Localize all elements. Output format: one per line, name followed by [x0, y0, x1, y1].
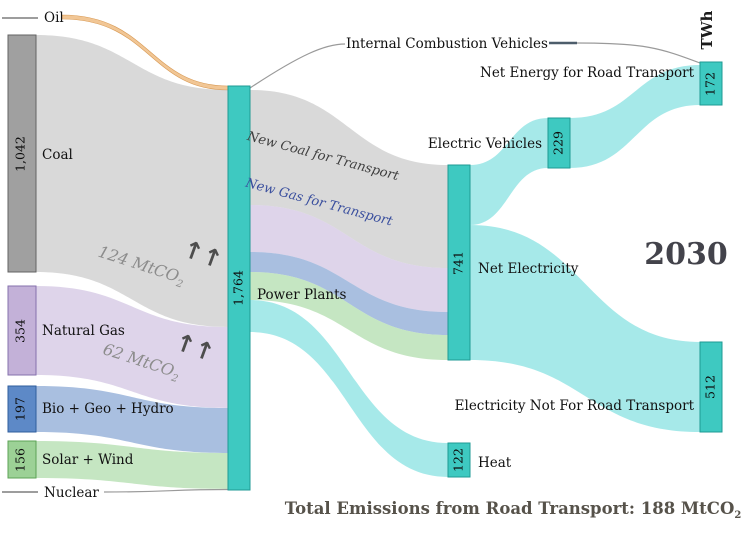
- flow-power-plants-to-internal-combustion: [249, 42, 701, 89]
- year-title: 2030: [644, 237, 728, 272]
- solar-wind-value: 156: [13, 448, 28, 472]
- flow-power-plants-to-heat: [250, 300, 448, 477]
- coal-label: Coal: [42, 147, 73, 163]
- flow-solar-to-power-plants: [36, 441, 228, 489]
- flow-new-gas-to-net-electricity: [250, 205, 448, 312]
- power-plants-label: Power Plants: [257, 287, 347, 303]
- natural-gas-label: Natural Gas: [42, 323, 125, 339]
- total-emissions-caption: Total Emissions from Road Transport: 188…: [285, 499, 742, 521]
- net-energy-road-value: 172: [703, 72, 718, 96]
- solar-wind-label: Solar + Wind: [42, 452, 134, 468]
- flow-renewables-to-net-electricity: [250, 272, 448, 360]
- unit-label: TWh: [698, 10, 716, 49]
- caption-sub: 2: [734, 510, 741, 521]
- nuclear-label: Nuclear: [44, 485, 99, 501]
- flow-gas-to-power-plants: [36, 286, 228, 408]
- node-power-plants: [227, 85, 251, 491]
- flow-coal-to-power-plants: [36, 35, 228, 327]
- electric-vehicles-value: 229: [551, 131, 566, 155]
- flow-new-coal-to-net-electricity: [250, 90, 448, 268]
- flow-bio-to-net-electricity: [250, 252, 448, 335]
- node-electric-vehicles: [547, 117, 571, 169]
- node-net-energy-road-transport: [699, 61, 723, 106]
- natural-gas-value: 354: [13, 319, 28, 343]
- elec-not-road-label: Electricity Not For Road Transport: [455, 398, 695, 414]
- bio-geo-hydro-value: 197: [13, 397, 28, 421]
- oil-label: Oil: [44, 10, 64, 26]
- electric-vehicles-label: Electric Vehicles: [428, 136, 542, 152]
- elec-not-road-value: 512: [703, 375, 718, 399]
- flow-bio-to-power-plants: [36, 386, 228, 453]
- caption-text: Total Emissions from Road Transport: 188…: [285, 499, 735, 518]
- node-electricity-not-for-road: [699, 341, 723, 433]
- heat-value: 122: [451, 448, 466, 472]
- net-electricity-label: Net Electricity: [478, 261, 579, 277]
- flow-net-electricity-to-electric-vehicles: [470, 118, 548, 225]
- internal-combustion-label: Internal Combustion Vehicles: [346, 36, 548, 52]
- net-energy-road-label: Net Energy for Road Transport: [480, 65, 695, 81]
- heat-label: Heat: [478, 455, 512, 471]
- bio-geo-hydro-label: Bio + Geo + Hydro: [42, 401, 174, 417]
- node-solar-wind: [7, 440, 37, 479]
- node-coal: [7, 34, 37, 273]
- flow-nuclear-to-power-plants: [103, 488, 229, 493]
- node-bio-geo-hydro: [7, 385, 37, 433]
- net-electricity-value: 741: [451, 251, 466, 275]
- coal-value: 1,042: [13, 136, 28, 172]
- flow-net-electricity-to-not-road: [470, 225, 700, 432]
- node-heat: [447, 442, 471, 478]
- coal-emissions-sub: 2: [174, 278, 184, 291]
- gas-emissions-sub: 2: [169, 372, 179, 385]
- node-net-electricity: [447, 164, 471, 361]
- flow-electric-vehicles-to-net-energy: [570, 65, 700, 168]
- node-natural-gas: [7, 285, 37, 376]
- power-plants-value: 1,764: [231, 270, 246, 306]
